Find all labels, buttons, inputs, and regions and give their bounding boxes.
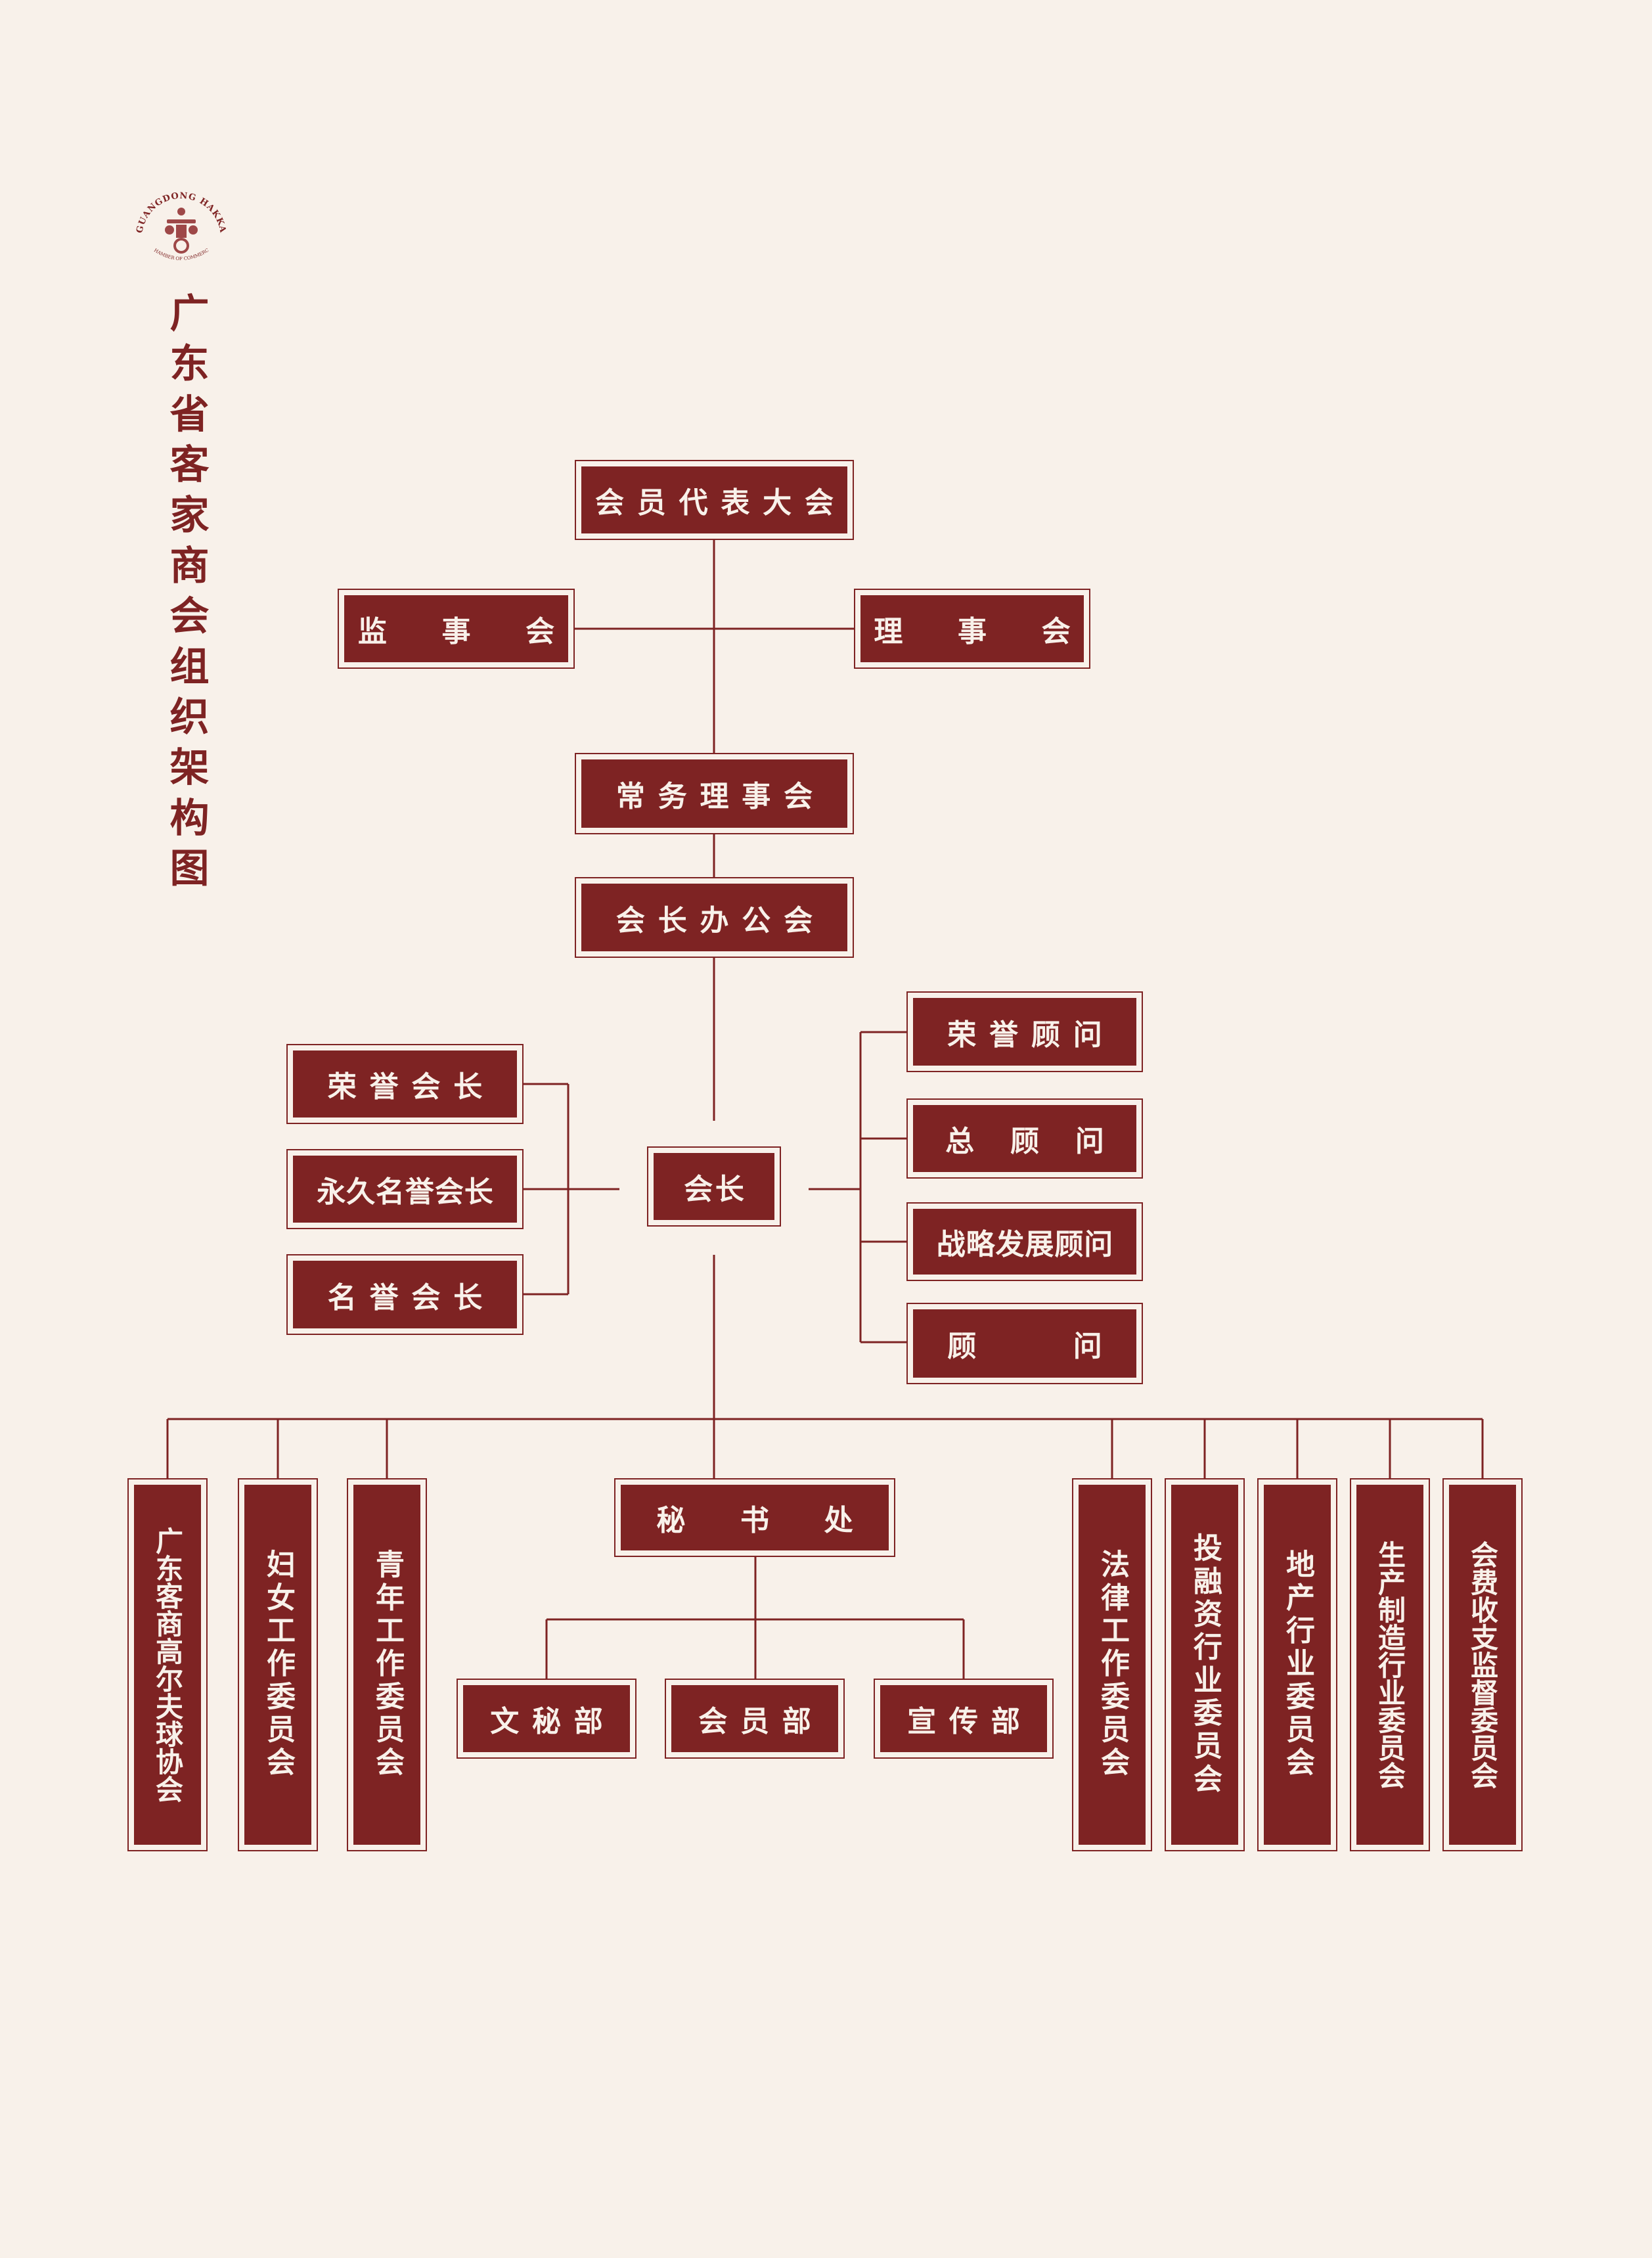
node-supervisory-board: 监 事 会 — [338, 589, 575, 669]
node-label: 会长 — [684, 1173, 747, 1206]
node-label: 名誉会长 — [327, 1280, 495, 1315]
node-label: 会员代表大会 — [594, 486, 847, 520]
node-label: 永久名誉会长 — [317, 1175, 494, 1209]
node-golf-association: 广东客商高尔夫球协会 — [127, 1478, 208, 1851]
node-legal-committee: 法律工作委员会 — [1072, 1478, 1152, 1851]
node-chief-advisor: 总 顾 问 — [906, 1098, 1143, 1179]
node-label: 战略发展顾问 — [936, 1228, 1114, 1261]
node-secretarial-dept: 文秘部 — [457, 1679, 636, 1759]
node-honorary-advisor: 荣誉顾问 — [906, 991, 1143, 1072]
node-president: 会长 — [647, 1146, 781, 1227]
node-membership-dept: 会员部 — [665, 1679, 845, 1759]
node-honorary-president: 荣誉会长 — [286, 1044, 524, 1124]
page-title: 广东省客家商会组织架构图 — [163, 292, 209, 898]
node-finance-committee: 投融资行业委员会 — [1165, 1478, 1245, 1851]
node-general-assembly: 会员代表大会 — [575, 460, 854, 540]
node-permanent-honorary-president: 永久名誉会长 — [286, 1149, 524, 1229]
node-label: 法律工作委员会 — [1096, 1549, 1129, 1780]
node-women-committee: 妇女工作委员会 — [238, 1478, 318, 1851]
node-label: 宣传部 — [907, 1705, 1033, 1738]
chamber-logo: GUANGDONG HAKKA CHAMBER OF COMMERCE — [129, 185, 227, 261]
node-honorary-chairman: 名誉会长 — [286, 1254, 524, 1335]
node-label: 荣誉顾问 — [947, 1018, 1115, 1052]
node-label: 青年工作委员会 — [370, 1549, 404, 1780]
node-secretariat: 秘 书 处 — [614, 1478, 895, 1557]
node-label: 顾 问 — [947, 1330, 1115, 1363]
node-realestate-committee: 地产行业委员会 — [1257, 1478, 1337, 1851]
node-label: 总 顾 问 — [945, 1125, 1117, 1158]
node-label: 妇女工作委员会 — [261, 1549, 295, 1780]
node-label: 会费收支监督委员会 — [1466, 1541, 1499, 1789]
node-label: 荣誉会长 — [327, 1070, 495, 1104]
node-standing-council: 常务理事会 — [575, 753, 854, 834]
node-label: 文秘部 — [490, 1705, 616, 1738]
node-audit-committee: 会费收支监督委员会 — [1442, 1478, 1523, 1851]
node-label: 监 事 会 — [357, 615, 568, 648]
node-label: 地产行业委员会 — [1281, 1549, 1314, 1780]
node-label: 生产制造行业委员会 — [1373, 1541, 1406, 1789]
node-publicity-dept: 宣传部 — [874, 1679, 1054, 1759]
node-manufacturing-committee: 生产制造行业委员会 — [1350, 1478, 1430, 1851]
node-strategic-advisor: 战略发展顾问 — [906, 1202, 1143, 1281]
node-label: 理 事 会 — [874, 615, 1084, 648]
node-label: 秘 书 处 — [656, 1504, 866, 1537]
node-youth-committee: 青年工作委员会 — [347, 1478, 427, 1851]
node-label: 常务理事会 — [615, 780, 826, 813]
node-label: 会长办公会 — [615, 903, 826, 937]
node-label: 广东客商高尔夫球协会 — [151, 1527, 184, 1803]
node-advisor: 顾 问 — [906, 1303, 1143, 1384]
node-label: 投融资行业委员会 — [1188, 1533, 1222, 1797]
node-council: 理 事 会 — [854, 589, 1090, 669]
node-president-office: 会长办公会 — [575, 877, 854, 958]
node-label: 会员部 — [698, 1705, 824, 1738]
